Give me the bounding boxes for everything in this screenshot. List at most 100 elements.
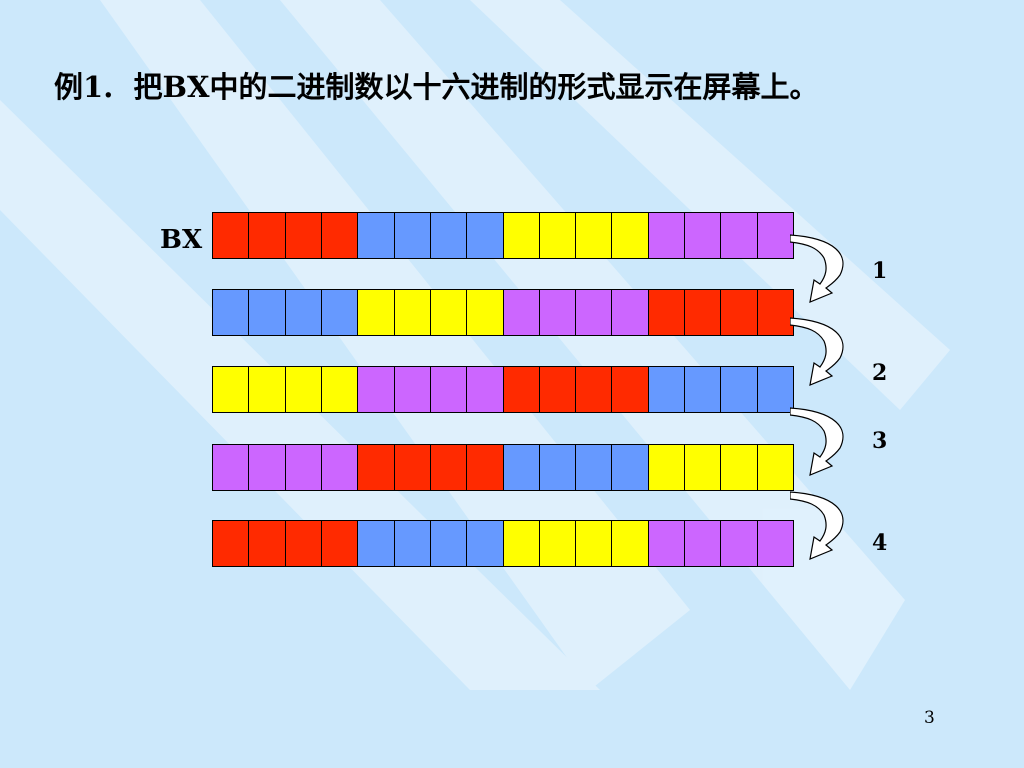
bit-cell bbox=[248, 213, 285, 258]
bit-cell bbox=[502, 290, 539, 335]
bit-cell bbox=[213, 213, 249, 258]
bit-cell bbox=[538, 290, 576, 335]
rotate-arrow-icon-3 bbox=[790, 407, 844, 476]
bit-cell bbox=[393, 213, 430, 258]
bit-cell bbox=[429, 367, 467, 412]
bit-cell bbox=[466, 521, 503, 566]
title-text: 把BX中的二进制数以十六进制的形式显示在屏幕上。 bbox=[133, 70, 819, 104]
bit-cell bbox=[357, 367, 394, 412]
bit-cell bbox=[611, 445, 648, 490]
bit-cell bbox=[611, 290, 648, 335]
bit-cell bbox=[429, 521, 467, 566]
slide-title: 例1. 把BX中的二进制数以十六进制的形式显示在屏幕上。 bbox=[54, 64, 819, 106]
bx-register-label: BX bbox=[160, 225, 203, 255]
bit-cell bbox=[357, 445, 394, 490]
bit-cell bbox=[756, 290, 793, 335]
bit-cell bbox=[248, 290, 285, 335]
bit-cell bbox=[575, 367, 612, 412]
bit-cell bbox=[647, 367, 685, 412]
step-label-4: 4 bbox=[872, 530, 888, 556]
bit-cell bbox=[284, 521, 321, 566]
bit-cell bbox=[756, 367, 793, 412]
bit-cell bbox=[538, 445, 576, 490]
bit-cell bbox=[357, 290, 394, 335]
bit-cell bbox=[575, 290, 612, 335]
title-number: 1. bbox=[83, 70, 114, 104]
bit-cell bbox=[284, 213, 321, 258]
step-label-2: 2 bbox=[872, 360, 888, 386]
bit-cell bbox=[320, 213, 358, 258]
bit-cell bbox=[429, 290, 467, 335]
bit-cell bbox=[466, 213, 503, 258]
bit-cell bbox=[320, 367, 358, 412]
bit-cell bbox=[502, 521, 539, 566]
bit-row-2 bbox=[212, 366, 794, 413]
bit-row-4 bbox=[212, 520, 794, 567]
bit-row-3 bbox=[212, 444, 794, 491]
bit-cell bbox=[611, 367, 648, 412]
bit-cell bbox=[647, 213, 685, 258]
bit-cell bbox=[466, 445, 503, 490]
bit-cell bbox=[720, 367, 757, 412]
step-label-3: 3 bbox=[872, 428, 888, 454]
step-label-1: 1 bbox=[872, 258, 888, 284]
bit-cell bbox=[756, 213, 793, 258]
rotate-arrows bbox=[790, 234, 844, 560]
bit-cell bbox=[720, 445, 757, 490]
rotate-arrow-icon-2 bbox=[790, 317, 844, 386]
bit-cell bbox=[284, 290, 321, 335]
bit-cell bbox=[575, 213, 612, 258]
bit-cell bbox=[320, 521, 358, 566]
bit-cell bbox=[647, 290, 685, 335]
bit-cell bbox=[320, 445, 358, 490]
bit-row-1 bbox=[212, 289, 794, 336]
bit-cell bbox=[429, 445, 467, 490]
bit-cell bbox=[575, 445, 612, 490]
bit-cell bbox=[684, 445, 721, 490]
bit-cell bbox=[248, 521, 285, 566]
bit-cell bbox=[502, 367, 539, 412]
bit-cell bbox=[429, 213, 467, 258]
bit-cell bbox=[720, 290, 757, 335]
bit-row-0 bbox=[212, 212, 794, 259]
bit-cell bbox=[720, 521, 757, 566]
rotate-arrow-icon-4 bbox=[790, 491, 844, 560]
bit-cell bbox=[393, 521, 430, 566]
bit-cell bbox=[213, 290, 249, 335]
bit-cell bbox=[502, 445, 539, 490]
bit-cell bbox=[684, 521, 721, 566]
bit-cell bbox=[213, 367, 249, 412]
bit-cell bbox=[284, 367, 321, 412]
bit-cell bbox=[611, 521, 648, 566]
title-gap bbox=[113, 70, 133, 104]
rotate-arrow-icon-1 bbox=[790, 234, 844, 303]
bit-cell bbox=[720, 213, 757, 258]
bit-cell bbox=[538, 521, 576, 566]
bit-cell bbox=[393, 445, 430, 490]
bit-cell bbox=[213, 445, 249, 490]
bit-cell bbox=[538, 213, 576, 258]
bit-cell bbox=[320, 290, 358, 335]
bit-cell bbox=[393, 290, 430, 335]
bit-cell bbox=[466, 290, 503, 335]
bit-cell bbox=[393, 367, 430, 412]
bit-cell bbox=[756, 445, 793, 490]
page-number: 3 bbox=[924, 708, 935, 728]
bit-cell bbox=[538, 367, 576, 412]
bit-cell bbox=[357, 521, 394, 566]
bit-cell bbox=[357, 213, 394, 258]
bit-cell bbox=[213, 521, 249, 566]
bit-cell bbox=[284, 445, 321, 490]
bit-cell bbox=[248, 367, 285, 412]
bit-cell bbox=[466, 367, 503, 412]
bit-cell bbox=[502, 213, 539, 258]
title-prefix: 例 bbox=[54, 70, 84, 104]
bit-cell bbox=[611, 213, 648, 258]
bit-cell bbox=[684, 290, 721, 335]
bit-cell bbox=[647, 521, 685, 566]
bit-cell bbox=[684, 367, 721, 412]
bit-cell bbox=[756, 521, 793, 566]
bit-cell bbox=[684, 213, 721, 258]
bit-cell bbox=[575, 521, 612, 566]
bit-cell bbox=[248, 445, 285, 490]
